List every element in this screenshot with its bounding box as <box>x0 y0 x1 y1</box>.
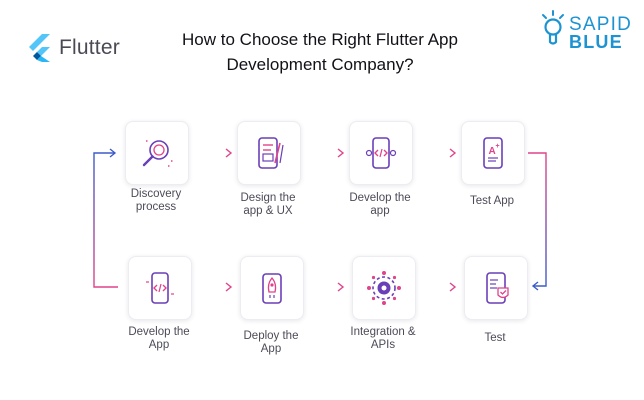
step-card-deploy <box>240 256 304 320</box>
step-label-test-app: Test App <box>469 195 515 207</box>
deploy-rocket-phone-icon <box>262 273 282 304</box>
design-phone-icon <box>258 137 284 169</box>
step-card-test <box>464 256 528 320</box>
integration-gear-icon <box>367 271 401 305</box>
brand-blue-text: BLUE <box>569 32 623 52</box>
step-label-test: Test <box>484 332 506 344</box>
step-label-integration: Integration & APIs <box>350 326 416 351</box>
page-title: How to Choose the Right Flutter App Deve… <box>150 27 490 77</box>
svg-text:A: A <box>489 146 496 157</box>
arrow-6-5 <box>420 282 457 292</box>
step-card-design <box>237 121 301 185</box>
step-label-develop-top: Develop the app <box>349 192 411 217</box>
step-card-test-app: A + <box>461 121 525 185</box>
sapid-blue-logo: SAPID BLUE <box>540 8 640 52</box>
step-card-integration <box>352 256 416 320</box>
step-card-discovery <box>125 121 189 185</box>
develop-phone-code-icon <box>365 137 397 169</box>
arrow-left-loop <box>93 148 118 288</box>
arrow-7-6 <box>308 282 345 292</box>
flutter-logo: Flutter <box>28 34 120 62</box>
title-line-1: How to Choose the Right Flutter App <box>182 30 458 49</box>
step-card-develop-bottom <box>128 256 192 320</box>
arrow-1-2 <box>196 148 233 158</box>
flutter-brand-text: Flutter <box>59 36 120 59</box>
brand-sapid-text: SAPID <box>569 14 633 35</box>
step-label-design: Design the app & UX <box>240 192 296 217</box>
step-label-discovery: Discovery process <box>130 188 182 213</box>
svg-text:+: + <box>496 143 500 150</box>
step-label-deploy: Deploy the App <box>243 330 299 355</box>
arrow-right-loop <box>528 152 547 291</box>
title-line-2: Development Company? <box>226 55 414 74</box>
test-checklist-phone-icon <box>486 272 509 304</box>
flutter-logo-icon <box>29 34 50 62</box>
arrow-3-4 <box>420 148 457 158</box>
develop-app-code-icon <box>146 272 174 304</box>
step-label-develop-bottom: Develop the App <box>128 326 190 351</box>
arrow-2-3 <box>308 148 345 158</box>
arrow-8-7 <box>196 282 233 292</box>
discovery-magnifier-icon <box>142 140 173 167</box>
step-card-develop-top <box>349 121 413 185</box>
test-phone-grade-icon: A + <box>483 137 503 169</box>
lightbulb-icon <box>542 10 564 45</box>
